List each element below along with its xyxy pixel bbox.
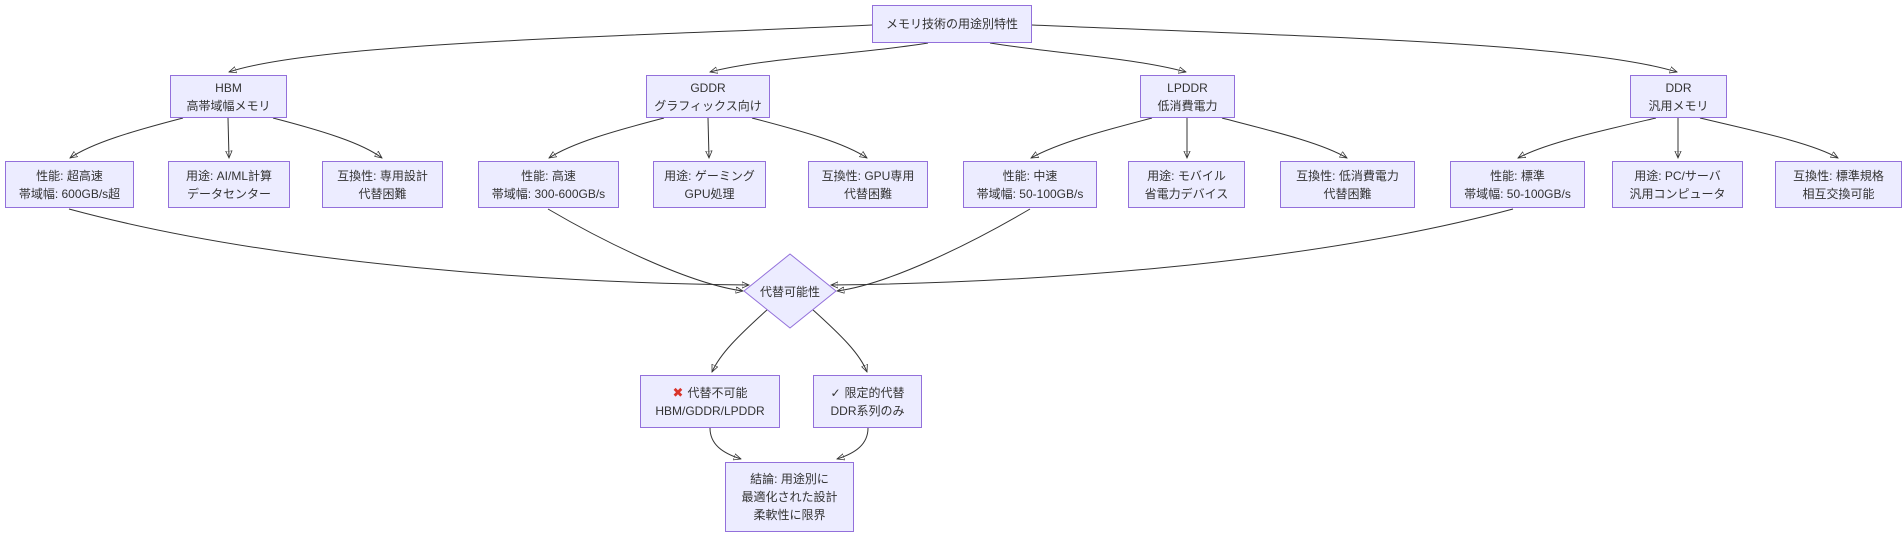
node-text-line: 帯域幅: 300-600GB/s bbox=[491, 186, 606, 201]
edge-limited-conclusion bbox=[837, 427, 869, 459]
node-hbm-performance: 性能: 超高速 帯域幅: 600GB/s超 bbox=[5, 161, 134, 208]
node-substitutability: 代替可能性 bbox=[743, 253, 837, 329]
node-text-line: グラフィックス向け bbox=[654, 98, 762, 113]
node-text-line: 互換性: 低消費電力 bbox=[1296, 168, 1399, 183]
node-text-line: 高帯域幅メモリ bbox=[186, 98, 271, 113]
node-limited-substitution: ✓限定的代替 DDR系列のみ bbox=[813, 375, 922, 428]
edge-hbm-compatibility bbox=[272, 117, 382, 158]
edge-root-gddr bbox=[710, 42, 929, 72]
node-text-line: 帯域幅: 600GB/s超 bbox=[18, 186, 121, 201]
node-lpddr-compatibility: 互換性: 低消費電力 代替困難 bbox=[1280, 161, 1415, 208]
edge-substitutability-no bbox=[711, 308, 769, 372]
node-text-line: GDDR bbox=[690, 80, 726, 95]
node-gddr: GDDR グラフィックス向け bbox=[646, 75, 770, 118]
node-text-line: GPU処理 bbox=[684, 186, 735, 201]
node-lpddr-usage: 用途: モバイル 省電力デバイス bbox=[1128, 161, 1245, 208]
edge-substitutability-limited bbox=[811, 308, 867, 372]
edge-no-conclusion bbox=[709, 427, 741, 459]
node-text-line: 結論: 用途別に bbox=[750, 472, 829, 486]
node-text-line: データセンター bbox=[186, 186, 271, 201]
node-text-line: 互換性: 専用設計 bbox=[337, 168, 428, 183]
node-text-line: 最適化された設計 bbox=[741, 490, 838, 504]
node-text-line: 帯域幅: 50-100GB/s bbox=[1464, 186, 1571, 201]
node-ddr-usage: 用途: PC/サーバ 汎用コンピュータ bbox=[1612, 161, 1743, 208]
node-text-line: 代替困難 bbox=[843, 186, 892, 201]
node-text-line: 柔軟性に限界 bbox=[753, 508, 826, 522]
edge-lpddr-compatibility bbox=[1221, 117, 1347, 158]
edge-ddrperf-substitutability bbox=[831, 208, 1514, 285]
node-text-line: DDR系列のみ bbox=[830, 403, 905, 418]
check-icon: ✓ bbox=[830, 385, 841, 400]
node-text-line: 用途: モバイル bbox=[1147, 168, 1226, 183]
node-text-line: HBM/GDDR/LPDDR bbox=[655, 404, 765, 419]
edge-gddr-compatibility bbox=[751, 117, 867, 158]
node-text-line: 省電力デバイス bbox=[1144, 186, 1229, 201]
node-gddr-usage: 用途: ゲーミング GPU処理 bbox=[653, 161, 766, 208]
node-hbm: HBM 高帯域幅メモリ bbox=[170, 75, 287, 118]
node-gddr-compatibility: 互換性: GPU専用 代替困難 bbox=[808, 161, 928, 208]
node-text-line: LPDDR bbox=[1167, 80, 1208, 95]
edge-hbm-performance bbox=[70, 117, 184, 158]
node-text-line: 性能: 超高速 bbox=[36, 168, 103, 183]
node-text-line: 相互交換可能 bbox=[1802, 186, 1875, 201]
node-text-line: 代替困難 bbox=[358, 186, 407, 201]
diamond-shape bbox=[743, 253, 837, 329]
edge-lpddrperf-substitutability bbox=[837, 208, 1031, 291]
node-not-substitutable: ✖代替不可能 HBM/GDDR/LPDDR bbox=[640, 375, 780, 428]
node-text-line: 汎用メモリ bbox=[1648, 98, 1709, 113]
node-text-line: メモリ技術の用途別特性 bbox=[885, 17, 1018, 31]
node-ddr-performance: 性能: 標準 帯域幅: 50-100GB/s bbox=[1450, 161, 1585, 208]
node-text-line: 用途: ゲーミング bbox=[664, 168, 755, 183]
node-text-line: 低消費電力 bbox=[1157, 98, 1218, 113]
edge-gddr-usage bbox=[708, 117, 709, 158]
edge-root-lpddr bbox=[989, 42, 1186, 72]
edge-hbmperf-substitutability bbox=[68, 208, 749, 285]
edge-gddr-performance bbox=[549, 117, 665, 158]
node-hbm-usage: 用途: AI/ML計算 データセンター bbox=[168, 161, 290, 208]
node-text-line: 互換性: 標準規格 bbox=[1793, 168, 1884, 183]
node-text-line: HBM bbox=[215, 80, 242, 95]
node-text-line: 性能: 標準 bbox=[1490, 168, 1545, 183]
node-ddr-compatibility: 互換性: 標準規格 相互交換可能 bbox=[1775, 161, 1902, 208]
node-text-line: 互換性: GPU専用 bbox=[821, 168, 915, 183]
node-conclusion: 結論: 用途別に 最適化された設計 柔軟性に限界 bbox=[725, 462, 854, 532]
edge-root-hbm bbox=[229, 24, 873, 72]
node-lpddr-performance: 性能: 中速 帯域幅: 50-100GB/s bbox=[963, 161, 1097, 208]
node-text-line: 用途: AI/ML計算 bbox=[185, 168, 272, 183]
node-text-line: 帯域幅: 50-100GB/s bbox=[976, 186, 1084, 201]
node-text-line: 代替困難 bbox=[1323, 186, 1372, 201]
node-text-line: 限定的代替 bbox=[844, 385, 905, 400]
edge-hbm-usage bbox=[228, 117, 229, 158]
node-text-line: 代替不可能 bbox=[687, 385, 748, 400]
edge-gddrperf-substitutability bbox=[547, 208, 743, 291]
node-lpddr: LPDDR 低消費電力 bbox=[1140, 75, 1235, 118]
node-root: メモリ技術の用途別特性 bbox=[872, 5, 1032, 43]
node-text-line: 汎用コンピュータ bbox=[1629, 186, 1726, 201]
edge-ddr-compatibility bbox=[1699, 117, 1838, 158]
node-hbm-compatibility: 互換性: 専用設計 代替困難 bbox=[322, 161, 443, 208]
red-x-icon: ✖ bbox=[672, 384, 684, 400]
node-text-line: 性能: 中速 bbox=[1002, 168, 1058, 183]
node-text-line: DDR bbox=[1665, 80, 1692, 95]
edge-lpddr-performance bbox=[1031, 117, 1153, 158]
node-text-line: 代替可能性 bbox=[759, 284, 820, 299]
node-text-line: 用途: PC/サーバ bbox=[1634, 168, 1721, 183]
node-text-line: 性能: 高速 bbox=[521, 168, 576, 183]
node-ddr: DDR 汎用メモリ bbox=[1630, 75, 1727, 118]
edge-ddr-performance bbox=[1518, 117, 1657, 158]
node-gddr-performance: 性能: 高速 帯域幅: 300-600GB/s bbox=[478, 161, 619, 208]
edge-root-ddr bbox=[1031, 24, 1677, 72]
